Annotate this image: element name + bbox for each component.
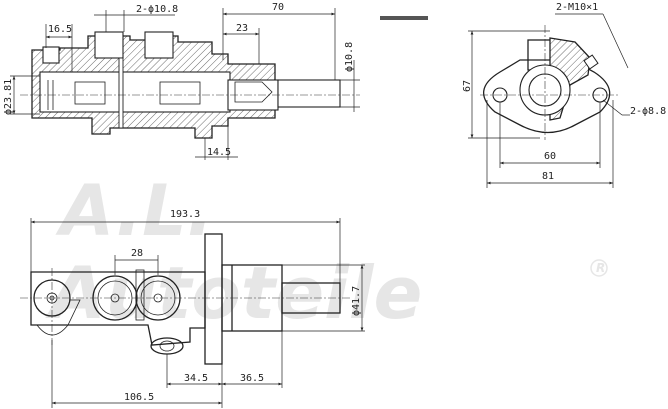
dim-boss-diameter: ϕ41.7 [351,286,362,316]
end-view: 67 2-M10×1 2-ϕ8.8 60 81 [462,2,666,188]
pushrod-part-icon [380,16,428,20]
watermark-registered: R [596,261,605,275]
dim-70: 70 [272,2,284,13]
dim-port-diameter: 2-ϕ10.8 [136,4,178,15]
dim-36-5: 36.5 [240,373,264,384]
dim-23: 23 [236,23,248,34]
dim-60: 60 [544,151,556,162]
dim-106-5: 106.5 [124,392,154,403]
dim-28: 28 [131,248,143,259]
watermark: A.L. Autoteile R [45,170,608,335]
dim-34-5: 34.5 [184,373,208,384]
top-view: 193.3 28 ϕ41.7 34.5 36.5 106.5 [20,209,365,408]
dim-16-5: 16.5 [48,24,72,35]
watermark-brand-top: A.L. [55,170,213,252]
dim-193-3: 193.3 [170,209,200,220]
dim-bore-diameter: ϕ23.81 [3,79,14,115]
dim-rod-diameter: ϕ10.8 [344,42,355,72]
dim-67: 67 [462,80,473,92]
dim-14-5: 14.5 [207,147,231,158]
dim-hole-diameter: 2-ϕ8.8 [630,106,666,117]
dim-thread: 2-M10×1 [556,2,598,13]
dim-81: 81 [542,171,554,182]
section-view: 16.5 2-ϕ10.8 70 23 ϕ10.8 ϕ23.81 14.5 [3,2,360,160]
watermark-brand-bottom: Autoteile [45,251,422,335]
